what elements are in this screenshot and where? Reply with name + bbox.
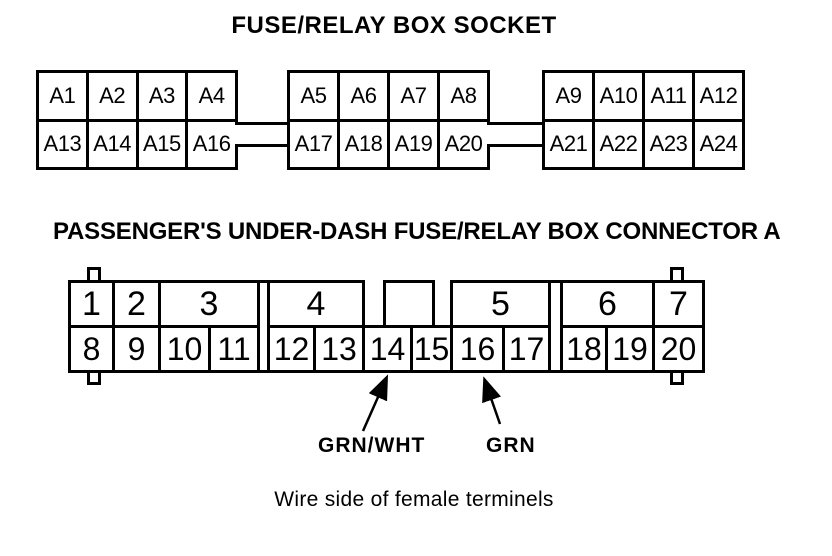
diagram-caption: Wire side of female terminels (274, 488, 554, 511)
socket-cell: A21 (545, 121, 592, 167)
connector-title: PASSENGER'S UNDER-DASH FUSE/RELAY BOX CO… (53, 218, 781, 245)
socket-cell: A3 (138, 73, 186, 119)
socket-cell: A18 (340, 121, 387, 167)
socket-cell: A6 (340, 73, 387, 119)
pin-cell: 6 (560, 280, 655, 328)
socket-cell: A8 (440, 73, 487, 119)
divider-channel (257, 280, 270, 373)
pin-cell: 19 (605, 325, 655, 373)
socket-grid-2: A5 A6 A7 A8 A17 A18 A19 A20 (287, 70, 490, 170)
socket-grid-1: A1 A2 A3 A4 A13 A14 A15 A16 (36, 70, 238, 170)
divider-channel (548, 280, 563, 373)
socket-title: FUSE/RELAY BOX SOCKET (231, 12, 557, 39)
socket-cell: A5 (290, 73, 337, 119)
socket-cell: A17 (290, 121, 337, 167)
bridge-connector (487, 122, 545, 147)
pin-cell: 3 (158, 280, 260, 328)
pin-cell: 13 (313, 325, 365, 373)
connector-diagram: 1 2 3 4 5 6 7 8 9 10 11 12 13 14 15 16 1… (66, 266, 708, 388)
wire-color-label: GRN (486, 434, 536, 457)
socket-cell: A15 (138, 121, 186, 167)
pin-cell: 8 (68, 325, 115, 373)
pin-cell: 20 (652, 325, 705, 373)
socket-cell: A7 (390, 73, 437, 119)
socket-cell: A20 (440, 121, 487, 167)
socket-grid-3: A9 A10 A11 A12 A21 A22 A23 A24 (542, 70, 745, 170)
socket-cell: A11 (645, 73, 692, 119)
pin-cell: 7 (652, 280, 705, 328)
socket-cell: A24 (695, 121, 742, 167)
pin-cell: 1 (68, 280, 115, 328)
socket-cell: A12 (695, 73, 742, 119)
pin-cell: 18 (560, 325, 608, 373)
wire-color-label: GRN/WHT (318, 434, 426, 457)
pin-cell: 2 (112, 280, 161, 328)
socket-cell: A10 (595, 73, 642, 119)
socket-cell: A1 (39, 73, 86, 119)
empty-slot (383, 280, 435, 328)
bridge-connector (235, 122, 290, 147)
socket-cell: A9 (545, 73, 592, 119)
pin-cell: 17 (502, 325, 551, 373)
socket-cell: A23 (645, 121, 692, 167)
pin-cell: 9 (112, 325, 161, 373)
socket-cell: A14 (88, 121, 136, 167)
socket-cell: A19 (390, 121, 437, 167)
socket-cell: A4 (188, 73, 235, 119)
socket-cell: A22 (595, 121, 642, 167)
pin-cell: 16 (450, 325, 505, 373)
pin-cell: 5 (450, 280, 551, 328)
pin-cell: 14 (362, 325, 413, 373)
socket-cell: A16 (188, 121, 235, 167)
pin-cell: 12 (267, 325, 316, 373)
pin-cell: 15 (410, 325, 453, 373)
pin-cell: 4 (267, 280, 365, 328)
pin-cell: 11 (208, 325, 260, 373)
socket-cell: A2 (88, 73, 136, 119)
socket-cell: A13 (39, 121, 86, 167)
pin-cell: 10 (158, 325, 211, 373)
